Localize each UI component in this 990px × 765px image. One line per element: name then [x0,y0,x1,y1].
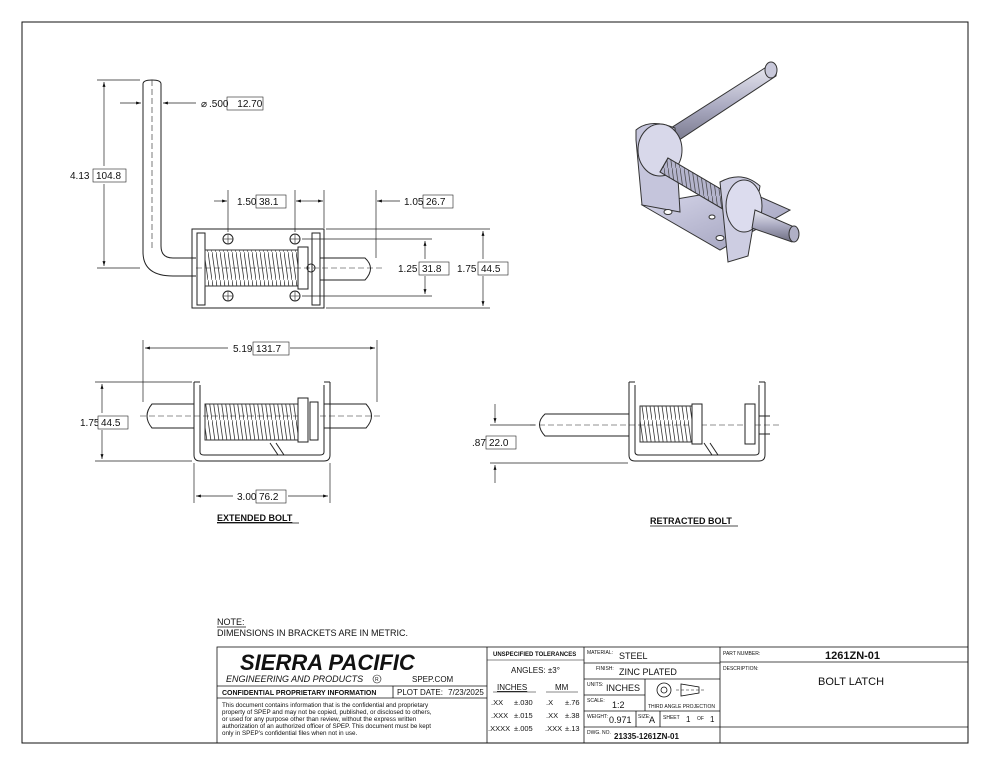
extended-view [140,381,380,462]
size-label: SIZE: [638,714,651,720]
extended-length-mm-text: 131.7 [256,344,281,355]
tol-row2-in-fmt: .XXX [491,711,508,720]
plate-width-text: 1.75 [457,264,477,275]
retracted-view-dimensions [490,404,628,483]
sheet-label: SHEET [663,715,680,721]
tol-row2-in-tol: ±.015 [514,711,533,720]
tol-row3-in-fmt: .XXXX [488,724,510,733]
isometric-view [635,61,800,263]
confidential-line-2: property of SPEP and may not be copied, … [222,709,432,716]
tol-row3-mm-tol: ±.13 [565,724,580,733]
svg-text:⌀.500 12.70: ⌀.500 12.70 [201,99,263,110]
scale-label: SCALE: [587,698,605,704]
tol-row1-in-tol: ±.030 [514,698,533,707]
title-block-text: SIERRA PACIFIC ENGINEERING AND PRODUCTS … [222,650,884,741]
of-label: OF [697,716,704,722]
confidential-line-5: only in SPEP's confidential files when n… [222,730,358,737]
bolt-overhang-mm-text: 26.7 [426,197,446,208]
tol-row1-in-fmt: .XX [491,698,503,707]
tol-row3-in-tol: ±.005 [514,724,533,733]
tol-row2-mm-fmt: .XX [546,711,558,720]
tolerance-inches-heading: INCHES [497,683,527,692]
description-value: BOLT LATCH [818,676,884,688]
tolerance-heading: UNSPECIFIED TOLERANCES [493,652,576,658]
hole-vertical-mm-text: 31.8 [422,264,442,275]
dwg-no-label: DWG. NO. [587,730,611,736]
company-name: SIERRA PACIFIC [240,650,416,675]
extended-bolt-label: EXTENDED BOLT [217,513,293,523]
note-text: DIMENSIONS IN BRACKETS ARE IN METRIC. [217,628,408,638]
description-label: DESCRIPTION: [723,666,759,672]
pin-diameter-mm-text: 12.70 [237,99,262,110]
hole-spacing-text: 1.50 [237,197,257,208]
note-heading: NOTE: [217,617,245,627]
tol-row1-mm-tol: ±.76 [565,698,580,707]
website-text: SPEP.COM [412,675,454,684]
tol-row1-mm-fmt: .X [546,698,553,707]
weight-label: WEIGHT: [587,714,608,720]
units-value: INCHES [606,683,640,693]
finish-value: ZINC PLATED [619,667,677,677]
tolerance-mm-heading: MM [555,683,569,692]
part-number-value: 1261ZN-01 [825,650,880,662]
overall-height-text: 4.13 [70,171,90,182]
tol-row3-mm-fmt: .XXX [545,724,562,733]
retract-travel-text: .87 [472,438,486,449]
top-view-dimensions [97,79,490,309]
extended-view-dimensions [95,340,378,503]
top-view [142,79,382,309]
confidential-heading: CONFIDENTIAL PROPRIETARY INFORMATION [222,690,376,697]
dimension-labels: ⌀.500 12.70 4.13 104.8 1.50 38.1 1.05 26… [70,96,517,504]
sheet-border [21,21,969,744]
material-value: STEEL [619,651,648,661]
overall-height-mm-text: 104.8 [96,171,121,182]
pin-diameter-text: .500 [209,99,229,110]
title-block [216,646,969,744]
confidential-line-3: or used for any purpose other than revie… [222,716,417,723]
finish-label: FINISH: [596,666,614,672]
retracted-bolt-label: RETRACTED BOLT [650,516,732,526]
units-label: UNITS: [587,682,603,688]
bolt-overhang-text: 1.05 [404,197,424,208]
hole-vertical-text: 1.25 [398,264,418,275]
hole-spacing-mm-text: 38.1 [259,197,279,208]
base-length-mm-text: 76.2 [259,492,279,503]
plot-date-value: 7/23/2025 [448,688,484,697]
sheet-total-value: 1 [710,715,715,724]
part-number-label: PART NUMBER: [723,651,760,657]
sheet-value: 1 [686,715,691,724]
weight-value: 0.971 [609,715,632,725]
plate-width-mm-text: 44.5 [481,264,501,275]
dwg-no-value: 21335-1261ZN-01 [614,732,679,741]
svg-text:PLOT DATE: 7/23/2025: PLOT DATE: 7/23/2025 [397,688,484,697]
confidential-line-1: This document contains information that … [222,702,429,709]
confidential-line-4: authorization of an authorized officer o… [222,723,431,730]
company-subtitle: ENGINEERING AND PRODUCTS [226,674,363,684]
base-length-text: 3.00 [237,492,257,503]
projection-text: THIRD ANGLE PROJECTION [648,704,715,710]
material-label: MATERIAL: [587,650,613,656]
retracted-view [530,381,780,462]
registered-mark: R [375,677,379,683]
plot-date-label: PLOT DATE: [397,688,443,697]
retract-travel-mm-text: 22.0 [489,438,509,449]
extended-length-text: 5.19 [233,344,253,355]
size-value: A [649,715,655,725]
side-height-text: 1.75 [80,418,100,429]
tol-row2-mm-tol: ±.38 [565,711,580,720]
scale-value: 1:2 [612,700,625,710]
side-height-mm-text: 44.5 [101,418,121,429]
tolerance-angles: ANGLES: ±3° [511,666,560,675]
